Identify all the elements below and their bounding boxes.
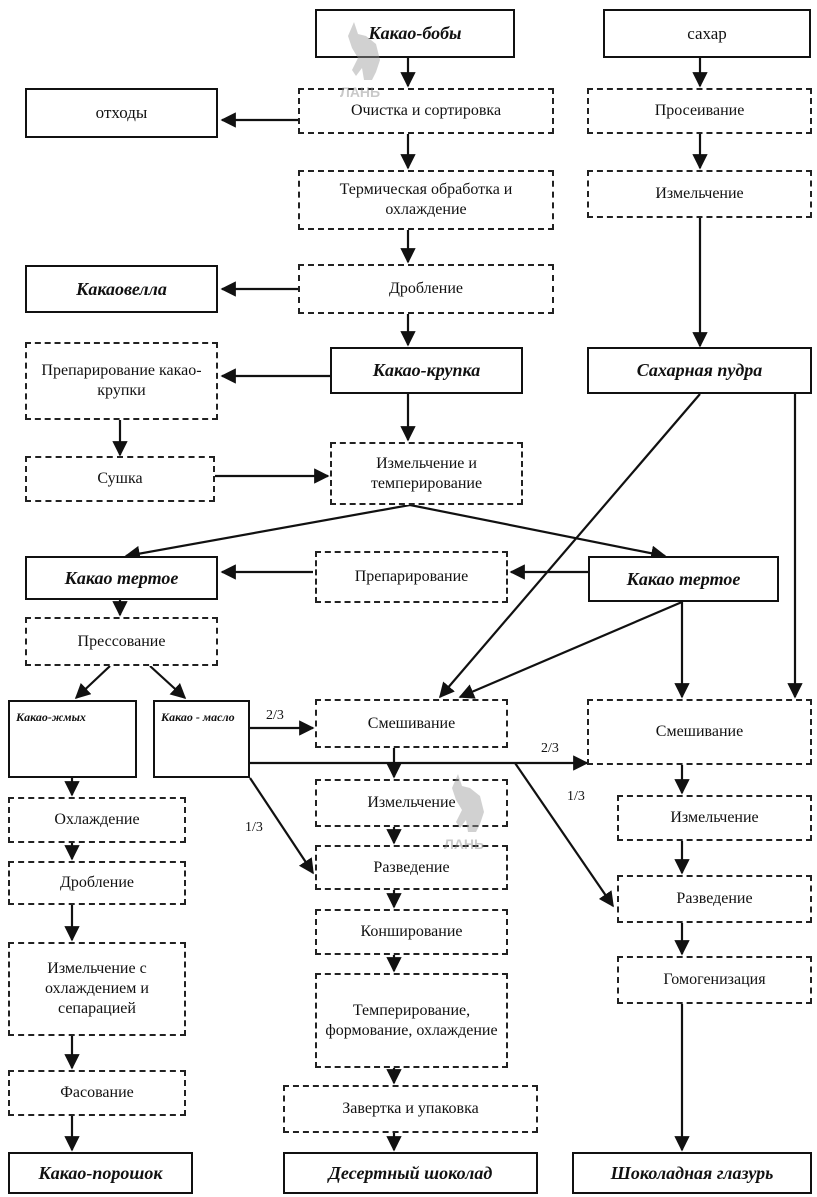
arrow-grind-liquor-right <box>409 503 667 561</box>
node-tempering-label: Темперирование, формование, охлаждение <box>325 1001 498 1039</box>
node-thinning-right-label: Разведение <box>676 890 753 907</box>
node-cake: Какао-жмых <box>8 700 137 778</box>
node-cooling: Охлаждение <box>8 797 186 843</box>
node-crushing-label: Дробление <box>389 280 463 297</box>
node-liquor-left: Какао тертое <box>25 556 218 600</box>
node-kakaovella-label: Какаовелла <box>76 278 167 299</box>
node-dessert-chocolate: Десертный шоколад <box>283 1152 538 1194</box>
node-mixing-right: Смешивание <box>587 699 812 765</box>
arrow-grind-liquor-left <box>124 503 411 562</box>
node-drying-label: Сушка <box>97 470 143 487</box>
node-pressing-label: Прессование <box>77 632 166 650</box>
node-grind-temper: Измельчение и темперирование <box>330 442 523 505</box>
node-sugar-label: сахар <box>687 23 727 43</box>
node-mixing-right-label: Смешивание <box>655 723 744 740</box>
node-wrapping: Завертка и упаковка <box>283 1085 538 1133</box>
node-cocoa-beans: Какао-бобы <box>315 9 515 58</box>
node-dessert-chocolate-label: Десертный шоколад <box>328 1162 493 1183</box>
node-grinding-right-label: Измельчение <box>670 809 759 826</box>
node-grinding-right: Измельчение <box>617 795 812 841</box>
node-sifting: Просеивание <box>587 88 812 134</box>
node-thinning-mid: Разведение <box>315 845 508 890</box>
watermark-middle-text: ЛАНЬ <box>444 836 485 852</box>
node-chocolate-glaze: Шоколадная глазурь <box>572 1152 812 1194</box>
node-thermal-label: Термическая обработка и охлаждение <box>339 181 513 218</box>
node-cleaning: Очистка и сортировка <box>298 88 554 134</box>
node-drying: Сушка <box>25 456 215 502</box>
node-sifting-label: Просеивание <box>654 102 745 119</box>
node-powdered-sugar-label: Сахарная пудра <box>636 360 763 381</box>
node-prep-nibs: Препарирование какао-крупки <box>25 342 218 420</box>
node-packing-powder-label: Фасование <box>60 1084 134 1101</box>
node-sugar-grinding: Измельчение <box>587 170 812 218</box>
node-waste-label: отходы <box>95 103 148 123</box>
node-butter-label: Какао - масло <box>161 710 235 724</box>
node-cake-crushing: Дробление <box>8 861 186 905</box>
node-thinning-right: Разведение <box>617 875 812 923</box>
deer-logo-icon <box>452 774 484 832</box>
node-cake-crushing-label: Дробление <box>60 874 134 891</box>
node-fine-grinding-label: Измельчение с охлаждением и сепарацией <box>45 960 149 1017</box>
node-fine-grinding: Измельчение с охлаждением и сепарацией <box>8 942 186 1036</box>
label-butter-mix-right: 2/3 <box>541 741 559 756</box>
node-grind-temper-label: Измельчение и темперирование <box>370 454 483 492</box>
node-liquor-right-label: Какао тертое <box>626 568 741 589</box>
node-grinding-mid: Измельчение <box>315 779 508 827</box>
arrow-pressing-cake <box>74 665 111 700</box>
node-sugar: сахар <box>603 9 811 58</box>
node-waste: отходы <box>25 88 218 138</box>
node-kakaovella: Какаовелла <box>25 265 218 313</box>
node-liquor-right: Какао тертое <box>588 556 779 602</box>
node-sugar-grinding-label: Измельчение <box>655 185 744 202</box>
arrow-powder-mixmid <box>438 393 701 699</box>
node-preparation: Препарирование <box>315 551 508 603</box>
node-nibs-label: Какао-крупка <box>372 360 481 381</box>
node-tempering: Темперирование, формование, охлаждение <box>315 973 508 1068</box>
node-conching: Конширование <box>315 909 508 955</box>
arrow-liquor-mixmid <box>458 600 683 699</box>
node-crushing: Дробление <box>298 264 554 314</box>
watermark-top: ЛАНЬ <box>336 14 396 104</box>
node-mixing-mid-label: Смешивание <box>367 714 456 732</box>
node-butter: Какао - масло <box>153 700 250 778</box>
node-thinning-mid-label: Разведение <box>373 858 450 876</box>
node-grinding-mid-label: Измельчение <box>367 794 456 811</box>
node-thermal: Термическая обработка и охлаждение <box>298 170 554 230</box>
node-conching-label: Конширование <box>360 923 463 940</box>
node-homogenization: Гомогенизация <box>617 956 812 1004</box>
node-cooling-label: Охлаждение <box>54 811 140 828</box>
node-homogenization-label: Гомогенизация <box>663 971 766 988</box>
deer-logo-icon <box>348 22 380 80</box>
node-cocoa-beans-label: Какао-бобы <box>368 23 462 44</box>
node-cleaning-label: Очистка и сортировка <box>350 102 502 119</box>
label-butter-mix-mid: 2/3 <box>266 708 284 723</box>
watermark-top-text: ЛАНЬ <box>340 84 381 100</box>
arrow-butter-thinmid <box>249 777 314 875</box>
node-mixing-mid: Смешивание <box>315 699 508 748</box>
node-cocoa-powder: Какао-порошок <box>8 1152 193 1194</box>
node-powdered-sugar: Сахарная пудра <box>587 347 812 394</box>
node-cake-label: Какао-жмых <box>16 710 86 724</box>
node-cocoa-powder-label: Какао-порошок <box>38 1162 163 1183</box>
arrow-pressing-butter <box>149 665 187 700</box>
node-packing-powder: Фасование <box>8 1070 186 1116</box>
node-prep-nibs-label: Препарирование какао-крупки <box>41 362 202 399</box>
label-butter-thin-mid: 1/3 <box>245 820 263 835</box>
label-butter-thin-right: 1/3 <box>567 789 585 804</box>
node-pressing: Прессование <box>25 617 218 666</box>
node-liquor-left-label: Какао тертое <box>64 567 179 588</box>
node-chocolate-glaze-label: Шоколадная глазурь <box>610 1162 774 1183</box>
arrow-butter-thinright <box>514 762 614 908</box>
node-wrapping-label: Завертка и упаковка <box>342 1100 479 1117</box>
node-nibs: Какао-крупка <box>330 347 523 394</box>
node-preparation-label: Препарирование <box>354 568 469 585</box>
watermark-middle: ЛАНЬ <box>440 766 500 856</box>
